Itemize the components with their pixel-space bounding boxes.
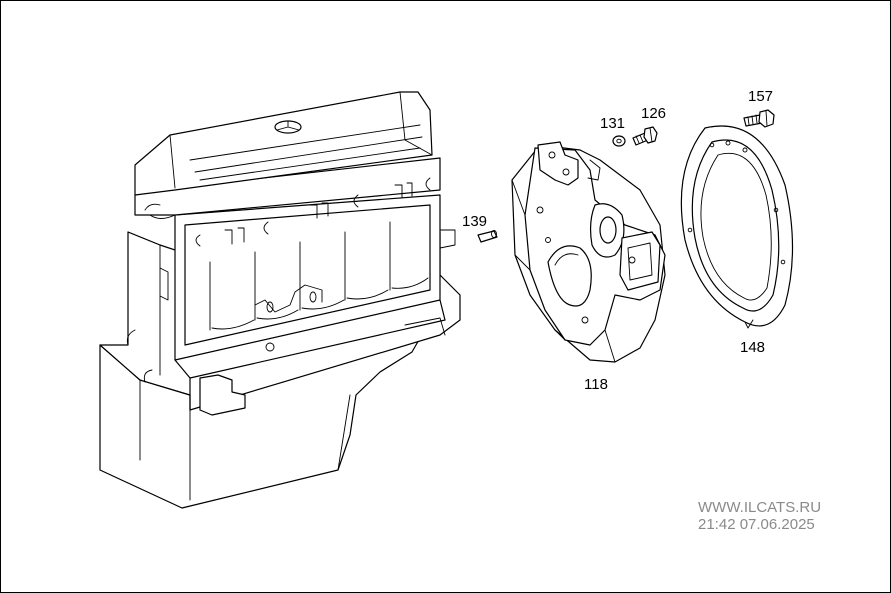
watermark-site: WWW.ILCATS.RU — [698, 499, 822, 516]
callout-131: 131 — [600, 115, 625, 132]
bolt-126 — [632, 126, 658, 146]
callout-118: 118 — [584, 376, 608, 393]
callout-126: 126 — [641, 105, 666, 122]
bolt-157 — [743, 109, 775, 128]
callout-139: 139 — [462, 213, 487, 230]
engine-block-illustration — [99, 91, 461, 509]
watermark-timestamp: 21:42 07.06.2025 — [698, 516, 815, 533]
timing-case-118 — [511, 141, 666, 363]
dowel-pin-139 — [477, 230, 498, 243]
washer-131 — [612, 135, 626, 147]
callout-148: 148 — [740, 339, 765, 356]
gasket-148 — [680, 125, 794, 329]
callout-157: 157 — [748, 88, 773, 105]
